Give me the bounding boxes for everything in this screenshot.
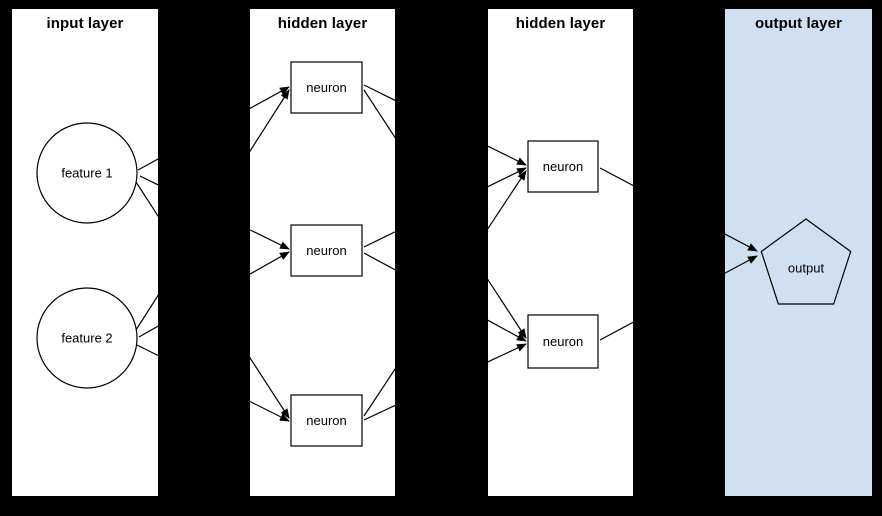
node-shape-feature-1[interactable] [36,122,138,224]
connection-e-h1n2-h2n1 [488,167,527,188]
node-label-feature-1: feature 1 [61,166,112,181]
connection-e-f2-h1n3 [136,344,158,357]
layer-graphics-input-layer: feature 1 feature 2 [36,122,158,389]
connection-e-f2-h1n1 [135,294,158,331]
connection-e-h1n1-h2n2 [488,278,527,339]
connection-e-h1n2-h2n1 [363,231,395,248]
connection-e-h1n2-h2n2 [488,319,527,342]
connection-e-h2n2-out [599,321,633,341]
connection-e-f1-h1n1 [137,158,158,171]
layer-panel-output-layer[interactable]: output layer output [725,9,872,496]
node-shape-hidden2-neuron-1[interactable] [527,140,599,193]
connection-e-h2n2-out [725,255,758,274]
layer-panel-hidden-layer-1[interactable]: hidden layer neuron neuron neuron [250,9,395,496]
connection-e-f2-h1n2 [250,251,290,275]
connection-e-f2-h1n2 [138,325,158,338]
node-label-hidden1-neuron-3: neuron [306,413,346,428]
layer-panel-input-layer[interactable]: input layer feature 1 feature 2 [12,9,158,496]
connection-e-h1n1-h2n1 [488,145,527,166]
connection-e-h1n3-h2n1 [488,170,527,230]
connection-e-h2n1-out [599,167,633,187]
node-shape-output-node[interactable] [760,218,852,305]
layer-title-hidden-layer-2: hidden layer [515,15,606,32]
layer-graphics-hidden-layer-2: neuron neuron [488,140,633,369]
node-label-hidden1-neuron-2: neuron [306,243,346,258]
connection-e-h1n1-h2n2 [363,89,395,139]
connection-e-f1-h1n1 [250,86,290,110]
connection-e-h2n1-out [725,233,758,252]
layer-panel-hidden-layer-2[interactable]: hidden layer neuron neuron [488,9,633,496]
connection-e-h1n1-h2n1 [363,84,395,101]
connection-e-h1n3-h2n2 [363,404,395,421]
node-label-output-node: output [788,261,825,276]
connection-e-h1n3-h2n2 [488,343,527,363]
node-shape-hidden1-neuron-2[interactable] [290,224,363,277]
connection-e-h1n3-h2n1 [363,368,395,417]
node-shape-hidden2-neuron-2[interactable] [527,314,599,369]
node-label-hidden2-neuron-2: neuron [543,334,583,349]
layer-graphics-output-layer: output [725,218,852,305]
connection-e-f2-h1n1 [250,89,290,153]
connection-e-f1-h1n2 [250,229,290,250]
connection-e-f1-h1n3 [250,356,290,419]
node-shape-hidden1-neuron-3[interactable] [290,394,363,447]
node-label-hidden2-neuron-1: neuron [543,159,583,174]
connection-e-h1n2-h2n2 [363,252,395,271]
node-label-feature-2: feature 2 [61,331,112,346]
node-shape-feature-2[interactable] [36,287,138,389]
connection-e-f2-h1n3 [250,400,290,422]
layer-title-hidden-layer-1: hidden layer [277,15,368,32]
layer-title-output-layer: output layer [754,15,843,32]
connection-e-f1-h1n2 [139,175,158,186]
node-shape-hidden1-neuron-1[interactable] [290,61,363,114]
layer-title-input-layer: input layer [46,15,124,32]
connection-e-f1-h1n3 [135,181,158,218]
layer-graphics-hidden-layer-1: neuron neuron neuron [250,61,395,447]
node-label-hidden1-neuron-1: neuron [306,80,346,95]
